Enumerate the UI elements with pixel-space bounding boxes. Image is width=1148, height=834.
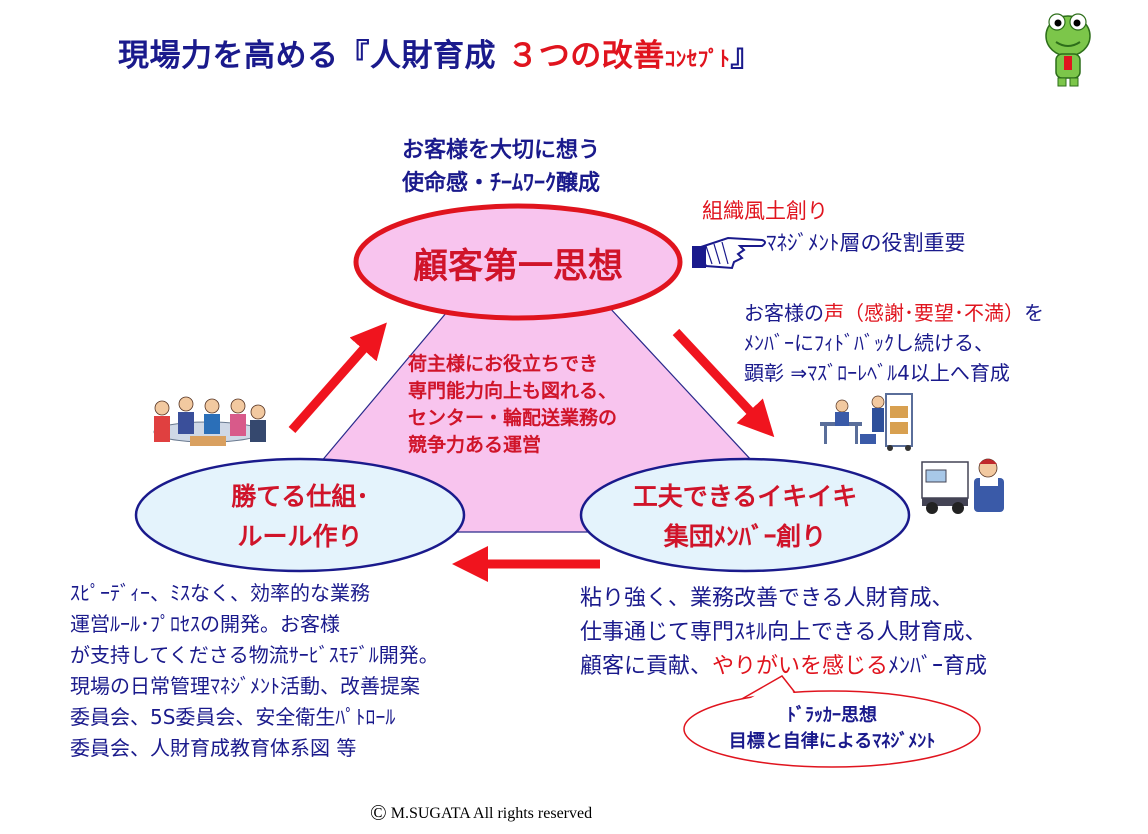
right-upper-line1-d: を [1024,301,1044,325]
top-oval-label: 顧客第一思想 [412,247,623,287]
right-upper-line3-b: へ育成 [949,361,1010,385]
right-upper-line2: ﾒﾝﾊﾞｰにﾌｨﾄﾞﾊﾞｯｸし続ける、 [744,331,994,355]
bottom-left-line: 現場の日常管理ﾏﾈｼﾞﾒﾝﾄ活動、改善提案 [70,674,420,698]
warehouse-workers-icon [820,393,913,451]
center-line: センター・輪配送業務の [408,407,618,429]
drucker-line: ﾄﾞﾗｯｶｰ思想 [787,705,877,726]
cycle-arrows [288,322,775,582]
bottom-right-line3-b: やりがいを感じる [712,654,889,679]
right-upper-line1: お客様の声（感謝･要望･不満）を [744,298,1044,328]
bottom-left-line: 委員会、5S委員会、安全衛生ﾊﾟﾄﾛｰﾙ [70,705,396,729]
right-oval-line: 集団ﾒﾝﾊﾞｰ創り [663,522,827,551]
bottom-right-line3-a: 顧客に貢献、 [580,654,713,679]
right-upper-line1-c: （感謝･要望･不満） [844,301,1024,325]
top-caption-line: お客様を大切に想う [402,138,601,163]
page-title: 現場力を高める『人財育成 ３つの改善ｺﾝｾﾌﾟﾄ』 [118,30,762,75]
drucker-callout [683,675,981,768]
top-caption: お客様を大切に想う 使命感・ﾁｰﾑﾜｰｸ醸成 [402,134,600,200]
right-upper-line1-a: お客様の [744,301,824,325]
right-oval-label: 工夫できるイキイキ 集団ﾒﾝﾊﾞｰ創り [582,477,908,557]
center-line: 専門能力向上も図れる、 [408,380,618,402]
title-part4: 』 [730,38,762,74]
drucker-line: 目標と自律によるﾏﾈｼﾞﾒﾝﾄ [728,731,936,752]
copyright: © M.SUGATA All rights reserved [370,800,592,826]
right-oval-line: 工夫できるイキイキ [632,482,858,511]
center-text: 荷主様にお役立ちでき 専門能力向上も図れる、 センター・輪配送業務の 競争力ある… [408,351,617,459]
right-upper-line1-b: 声 [824,301,844,325]
arrow-left-to-top [288,322,387,433]
right-upper-line3: 顕彰 ⇒ﾏｽﾞﾛｰﾚﾍﾞﾙ4以上へ育成 [744,358,1044,388]
left-oval-line: 勝てる仕組･ [231,482,369,511]
title-part3: ｺﾝｾﾌﾟﾄ [664,47,731,71]
right-oval [579,457,911,573]
center-line: 荷主様にお役立ちでき [408,353,599,375]
bottom-left-text: ｽﾋﾟｰﾃﾞｨｰ、ﾐｽなく、効率的な業務 運営ﾙｰﾙ･ﾌﾟﾛｾｽの開発。お客様 … [70,578,439,764]
frog-mascot-icon [1045,13,1091,87]
left-oval [134,457,466,573]
arrow-top-to-right [672,328,775,438]
bottom-right-line1: 粘り強く、業務改善できる人財育成、 [580,586,954,611]
right-upper-note: お客様の声（感謝･要望･不満）を ﾒﾝﾊﾞｰにﾌｨﾄﾞﾊﾞｯｸし続ける、 顕彰 … [744,298,1044,388]
pointing-hand-icon [692,236,766,270]
bottom-right-line3: 顧客に貢献、やりがいを感じるﾒﾝﾊﾞｰ育成 [580,650,987,684]
left-oval-line: ルール作り [237,522,363,551]
bottom-right-text: 粘り強く、業務改善できる人財育成、 仕事通じて専門ｽｷﾙ向上できる人財育成、 顧… [580,582,987,684]
top-caption-line: 使命感・ﾁｰﾑﾜｰｸ醸成 [402,171,601,196]
title-part2: ３つの改善 [507,38,665,74]
top-right-line1: 組織風土創り [702,199,828,223]
meeting-people-icon [153,396,266,446]
bottom-left-line: 運営ﾙｰﾙ･ﾌﾟﾛｾｽの開発。お客様 [70,612,340,636]
center-line: 競争力ある運営 [408,434,542,456]
bottom-right-line3-c: ﾒﾝﾊﾞｰ育成 [888,654,988,679]
bottom-left-line: ｽﾋﾟｰﾃﾞｨｰ、ﾐｽなく、効率的な業務 [70,581,370,605]
top-oval [353,203,683,321]
truck-driver-icon [921,458,1004,514]
top-right-line2: ﾏﾈｼﾞﾒﾝﾄ層の役割重要 [766,231,966,255]
copyright-text: M.SUGATA All rights reserved [390,805,593,822]
bottom-right-line2: 仕事通じて専門ｽｷﾙ向上できる人財育成、 [580,620,987,645]
left-oval-label: 勝てる仕組･ ルール作り [135,477,465,557]
right-upper-line3-a: 顕彰 ⇒ﾏｽﾞﾛｰﾚﾍﾞﾙ4以上 [744,361,950,385]
copyright-symbol: © [370,800,387,825]
bottom-left-line: が支持してくださる物流ｻｰﾋﾞｽﾓﾃﾞﾙ開発。 [70,643,439,667]
drucker-callout-text: ﾄﾞﾗｯｶｰ思想 目標と自律によるﾏﾈｼﾞﾒﾝﾄ [680,703,984,755]
bottom-left-line: 委員会、人財育成教育体系図 等 [70,736,357,760]
title-part1: 現場力を高める『人財育成 [118,38,496,74]
